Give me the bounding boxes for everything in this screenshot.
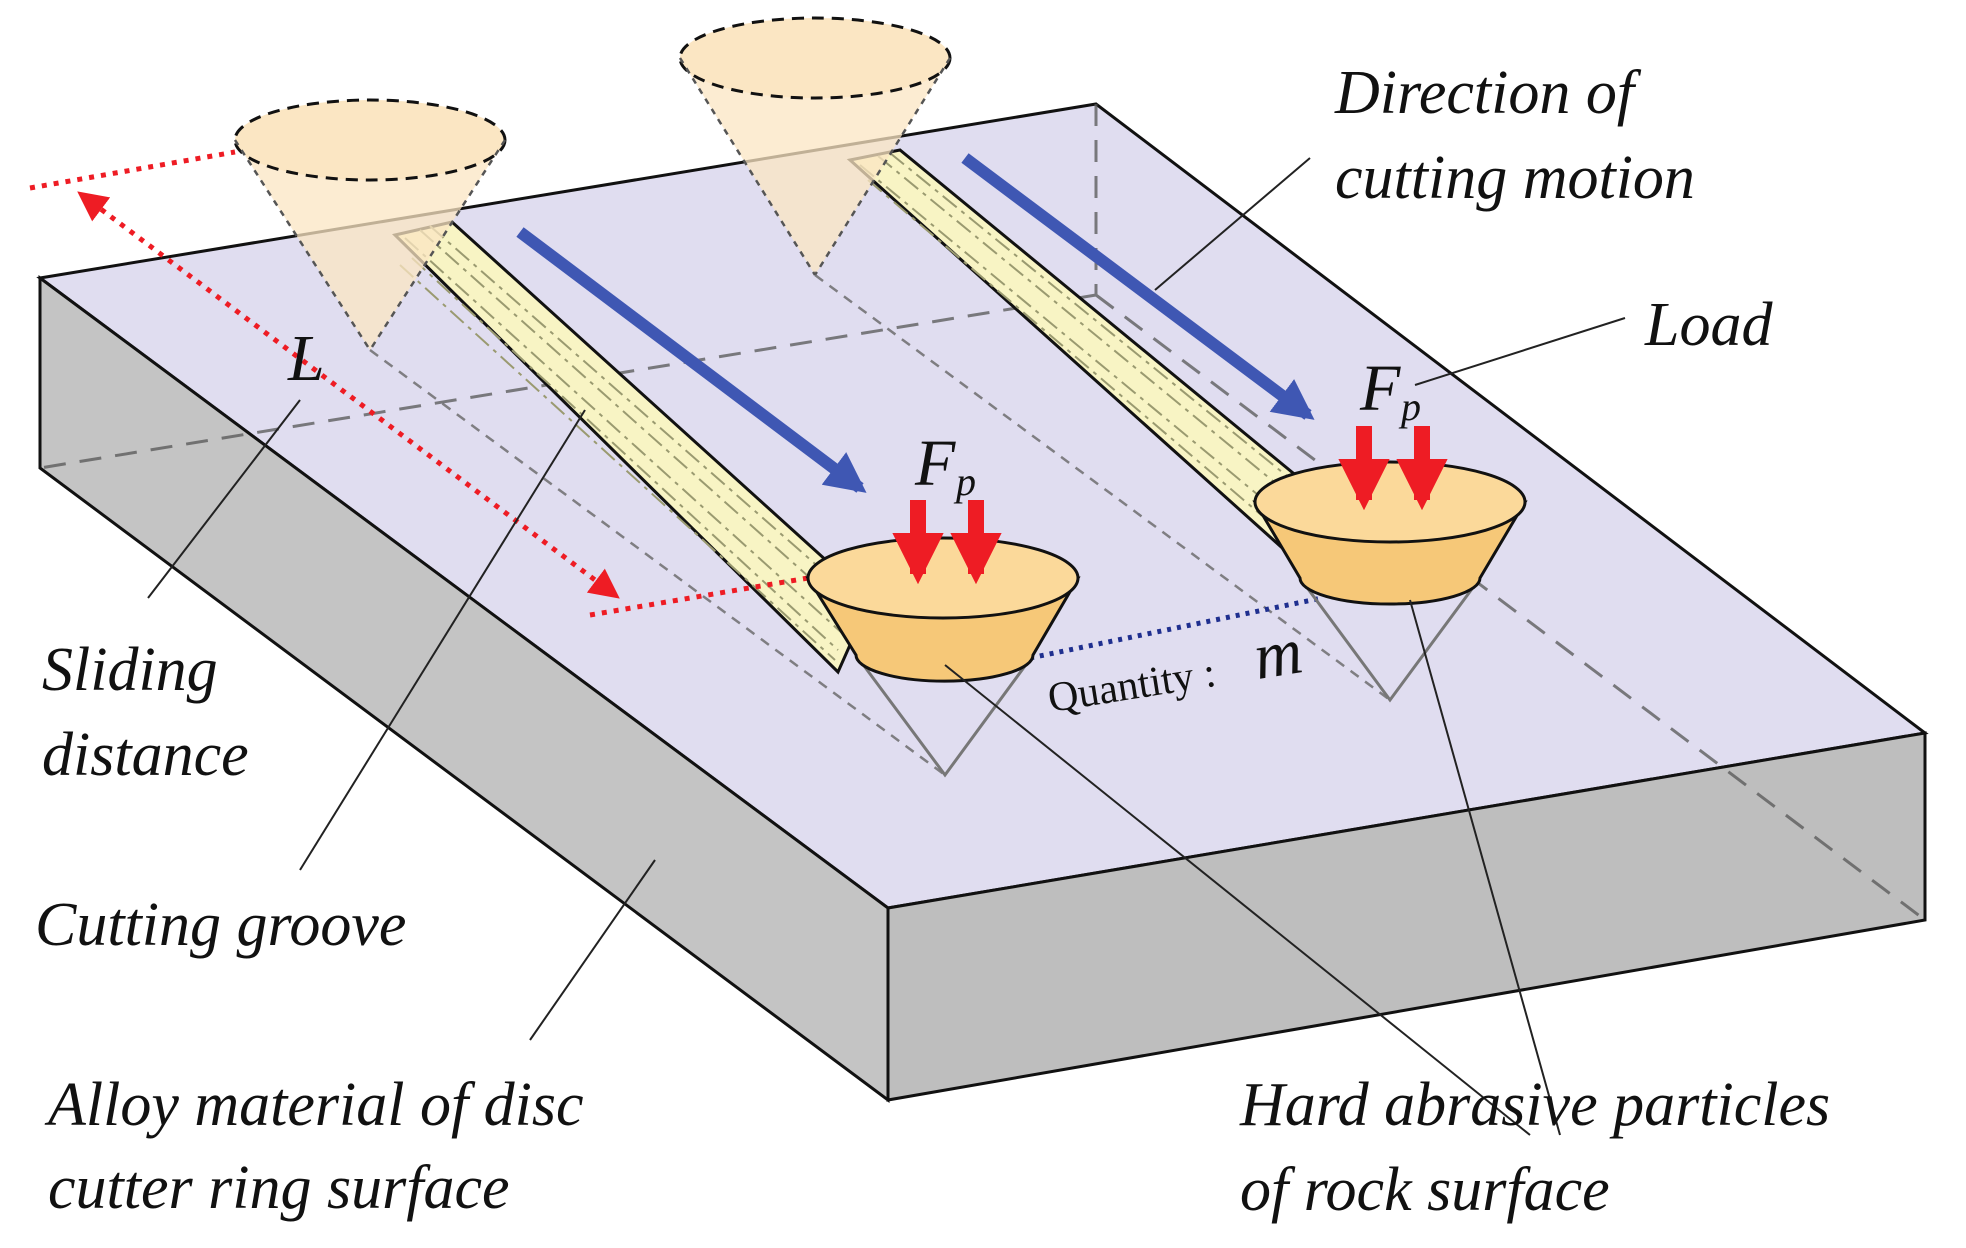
groove-label: Cutting groove [35, 891, 406, 959]
length-symbol: L [287, 322, 325, 395]
force-label-left: F p [914, 427, 976, 504]
alloy-label-line1: Alloy material of disc [44, 1071, 584, 1139]
svg-text:p: p [1398, 384, 1421, 429]
svg-text:p: p [953, 459, 976, 504]
abrasive-particle-right [1252, 460, 1528, 703]
sliding-label-line2: distance [42, 721, 249, 789]
force-arrows-right [1338, 426, 1448, 511]
svg-text:F: F [1359, 352, 1401, 425]
leader-lines [147, 157, 1626, 1136]
force-arrows-left [892, 500, 1002, 585]
svg-text:m: m [1249, 614, 1308, 694]
load-label: Load [1644, 291, 1773, 359]
force-label-right: F p [1359, 352, 1421, 429]
ghost-cone-right [678, 16, 952, 276]
sliding-distance-dimension [29, 149, 809, 618]
svg-text:F: F [914, 427, 956, 500]
particles-label-line1: Hard abrasive particles [1239, 1071, 1830, 1139]
sliding-label-line1: Sliding [42, 636, 218, 704]
dimension-arrow-icon [77, 191, 620, 599]
alloy-label-line2: cutter ring surface [48, 1154, 510, 1222]
particles-label-line2: of rock surface [1240, 1156, 1610, 1224]
direction-label-line1: Direction of [1334, 59, 1642, 127]
motion-arrow-icon [961, 153, 1315, 420]
groove-projections [369, 273, 1391, 777]
direction-label-line2: cutting motion [1335, 144, 1695, 212]
